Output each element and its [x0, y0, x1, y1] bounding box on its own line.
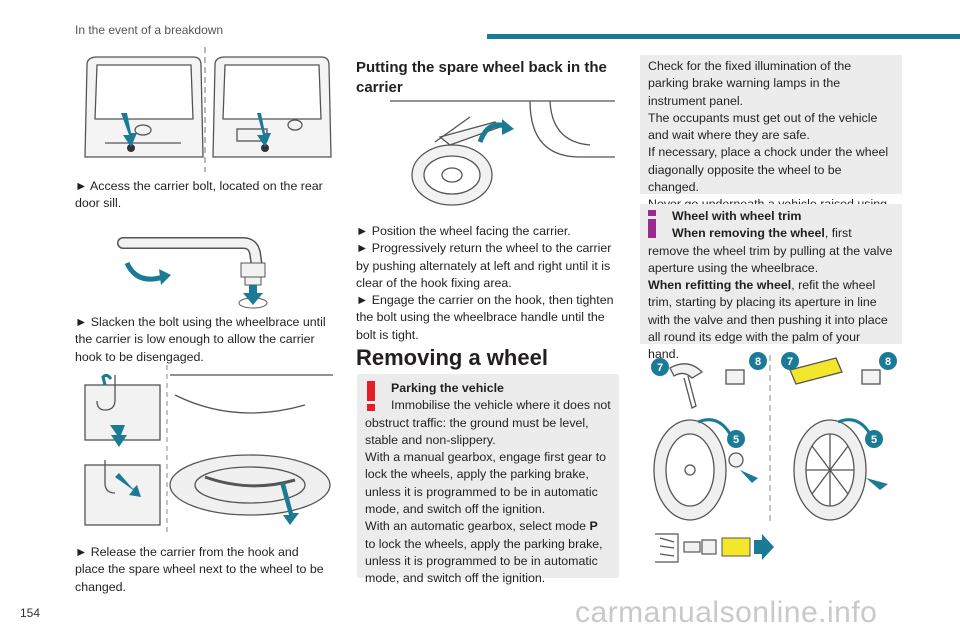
warning-text-3-pre: With an automatic gearbox, select mode [365, 519, 590, 534]
putting-back-steps: ► Position the wheel facing the carrier.… [356, 223, 618, 344]
spare-wheel-carrier-illustration [390, 100, 615, 206]
page-number: 154 [20, 606, 41, 620]
info-refitting-label: When refitting the wheel [648, 278, 792, 293]
step-text: ► Slacken the bolt using the wheelbrace … [75, 315, 326, 364]
step-text: ► Access the carrier bolt, located on th… [75, 179, 323, 211]
step-release-carrier: ► Release the carrier from the hook and … [75, 544, 330, 596]
carrier-release-illustration [84, 365, 333, 535]
step-text: ► Progressively return the wheel to the … [356, 241, 612, 290]
info-removing-label: When removing the wheel [672, 226, 825, 241]
valve-tool-illustration [655, 533, 774, 563]
check-text: The occupants must get out of the vehicl… [648, 110, 878, 143]
callout-5-left: 5 [727, 430, 745, 448]
info-box-wheel-trim: Wheel with wheel trim When removing the … [640, 204, 902, 361]
wheelbrace-illustration [117, 237, 268, 309]
step-slacken-bolt: ► Slacken the bolt using the wheelbrace … [75, 314, 330, 366]
svg-text:7: 7 [657, 362, 663, 374]
section-heading-putting-back: Putting the spare wheel back in the carr… [356, 59, 607, 96]
warning-title: Parking the vehicle [391, 381, 504, 395]
svg-text:8: 8 [755, 356, 761, 368]
info-icon [648, 210, 656, 238]
running-header: In the event of a breakdown [75, 23, 224, 37]
callout-8-right: 8 [879, 352, 897, 370]
info-title: Wheel with wheel trim [672, 209, 802, 223]
svg-text:5: 5 [733, 434, 739, 446]
svg-text:7: 7 [787, 356, 793, 368]
info-removing-text: , first remove the wheel trim by pulling… [648, 226, 893, 275]
warning-exclamation-icon [367, 381, 375, 411]
svg-text:8: 8 [885, 356, 891, 368]
section-title-removing-wheel: Removing a wheel [356, 345, 548, 370]
step-text: ► Position the wheel facing the carrier. [356, 224, 571, 238]
warning-text-3-post: to lock the wheels, apply the parking br… [365, 536, 603, 586]
safety-check-box: Check for the fixed illumination of the … [640, 55, 902, 229]
info-refitting-text: , refit the wheel trim, starting by plac… [648, 278, 888, 362]
mode-p-label: P [589, 519, 598, 534]
watermark: carmanualsonline.info [575, 596, 878, 629]
callout-7-right: 7 [781, 352, 799, 370]
warning-box-parking: Parking the vehicle Immobilise the vehic… [357, 374, 619, 585]
warning-text-1: Immobilise the vehicle where it does not… [365, 398, 611, 447]
van-rear-doors-illustration [84, 47, 332, 172]
step-text: ► Engage the carrier on the hook, then t… [356, 293, 614, 342]
step-access-bolt: ► Access the carrier bolt, located on th… [75, 178, 330, 213]
callout-5-right: 5 [865, 430, 883, 448]
check-text: If necessary, place a chock under the wh… [648, 145, 889, 195]
step-text: ► Release the carrier from the hook and … [75, 545, 324, 594]
info-removing: When removing the wheel, first remove th… [648, 225, 894, 277]
warning-text-2: With a manual gearbox, engage first gear… [365, 450, 607, 517]
warning-text-3: With an automatic gearbox, select mode P… [365, 518, 611, 587]
callout-8-left: 8 [749, 352, 767, 370]
svg-text:5: 5 [871, 434, 877, 446]
check-text: Check for the fixed illumination of the … [648, 59, 852, 108]
wheel-removal-tools-illustration: 7 8 7 8 5 5 [651, 352, 897, 525]
info-refitting: When refitting the wheel, refit the whee… [648, 277, 894, 363]
header-accent-bar [487, 34, 960, 39]
callout-7-left: 7 [651, 358, 669, 376]
